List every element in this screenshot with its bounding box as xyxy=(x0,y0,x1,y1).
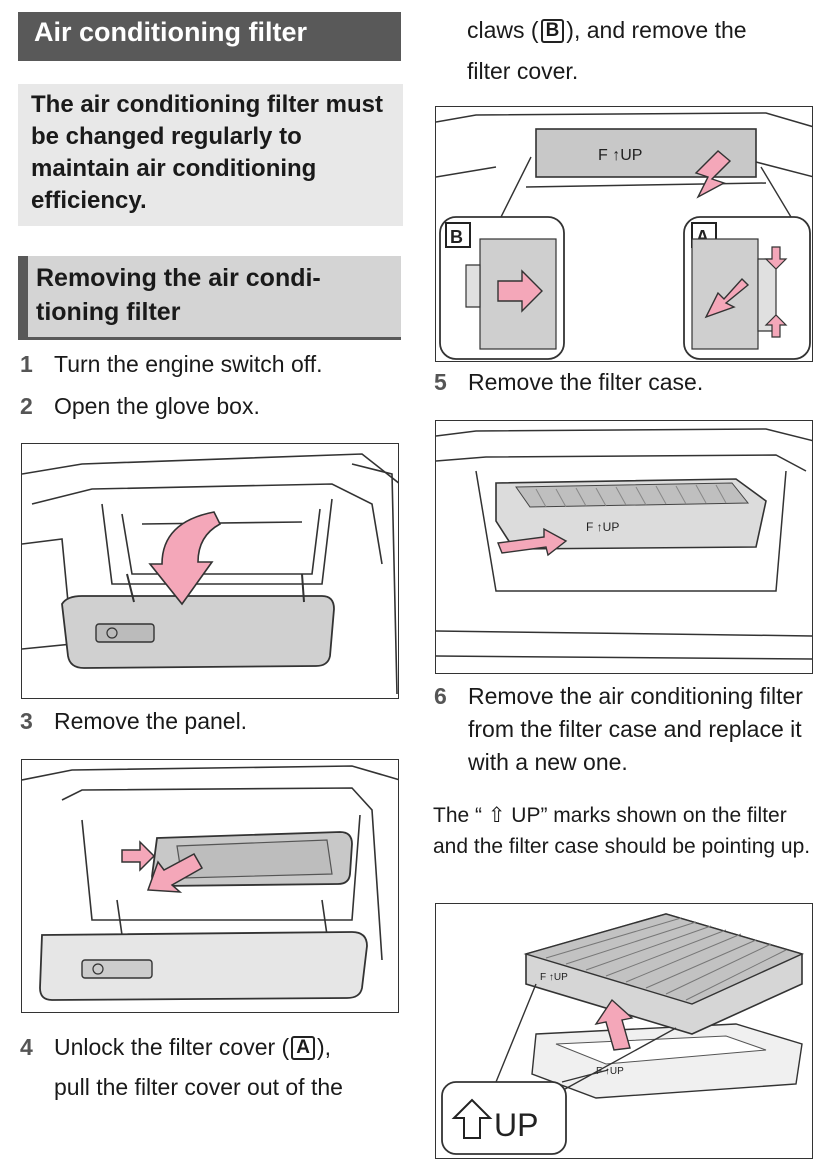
down-arrow-icon xyxy=(148,511,222,606)
cover-arrow-icon xyxy=(694,150,732,199)
step-number: 3 xyxy=(20,708,33,734)
filter-case-illustration: F ↑UP xyxy=(436,428,812,660)
step-text: filter cover. xyxy=(467,58,579,84)
figure-glove-box xyxy=(21,443,399,699)
up-arrow-icon xyxy=(594,998,634,1051)
step-number: 4 xyxy=(20,1034,33,1060)
step-text: Unlock the filter cover (A), xyxy=(54,1031,414,1064)
intro-box: The air conditioning filter must be chan… xyxy=(18,84,403,226)
step-text-part: ), xyxy=(316,1034,331,1060)
step-text-part: Unlock the filter cover ( xyxy=(54,1034,290,1060)
callout-badge-a: A xyxy=(291,1036,315,1060)
up-label: UP xyxy=(494,1107,538,1143)
pull-arrow-icon xyxy=(146,852,204,893)
figure-filter-cover: F ↑UP B A xyxy=(435,106,813,362)
slide-out-arrow-icon xyxy=(497,527,568,557)
figure-filter-case: F ↑UP xyxy=(435,420,813,674)
step-text-part: ), and remove the xyxy=(566,17,747,43)
step-text: Remove the air conditioning filter from … xyxy=(468,683,803,775)
filter-side-mark: F ↑UP xyxy=(540,972,568,983)
glove-box-illustration xyxy=(22,453,398,695)
note-text: The “ ⇧ UP” marks shown on the filter an… xyxy=(433,804,811,858)
step-text: Remove the filter case. xyxy=(468,369,704,395)
panel-illustration xyxy=(22,765,398,1001)
up-marks-illustration: F ↑UP F ↑UP UP xyxy=(441,913,805,1155)
step-text: Remove the panel. xyxy=(54,708,248,734)
step-number: 1 xyxy=(20,351,33,377)
step-4-line-2: pull the filter cover out of the xyxy=(54,1071,414,1104)
callout-b-label: B xyxy=(450,227,463,247)
step-text-part: claws ( xyxy=(467,17,539,43)
step-number: 5 xyxy=(434,369,447,395)
case-mark: F ↑UP xyxy=(596,1066,624,1077)
step-4-continued-line-2: filter cover. xyxy=(467,55,817,88)
callout-a-arrow-icon xyxy=(704,277,750,319)
step-text: Turn the engine switch off. xyxy=(54,351,323,377)
step-4-continued: claws (B), and remove the xyxy=(467,14,817,47)
step-number: 2 xyxy=(20,393,33,419)
section-title: Removing the air condi-tioning filter xyxy=(36,264,321,326)
intro-text: The air conditioning filter must be chan… xyxy=(31,91,384,214)
step-number: 6 xyxy=(434,683,447,709)
down-small-arrow-icon xyxy=(764,246,788,270)
filter-cover-mark: F ↑UP xyxy=(598,147,642,164)
step-text: pull the filter cover out of the xyxy=(54,1074,343,1100)
up-small-arrow-icon xyxy=(764,314,788,338)
step-text: Open the glove box. xyxy=(54,393,260,419)
up-outline-arrow-icon xyxy=(451,1098,493,1139)
figure-remove-panel xyxy=(21,759,399,1013)
filter-cover-illustration: F ↑UP B A xyxy=(436,112,812,360)
figure-up-marks: F ↑UP F ↑UP UP xyxy=(435,903,813,1159)
filter-case-mark: F ↑UP xyxy=(586,520,619,534)
right-arrow-icon xyxy=(121,840,156,872)
callout-b-arrow-icon xyxy=(497,269,543,313)
page-title: Air conditioning filter xyxy=(18,12,401,61)
section-heading: Removing the air condi-tioning filter xyxy=(18,256,401,340)
callout-badge-b: B xyxy=(540,19,565,43)
